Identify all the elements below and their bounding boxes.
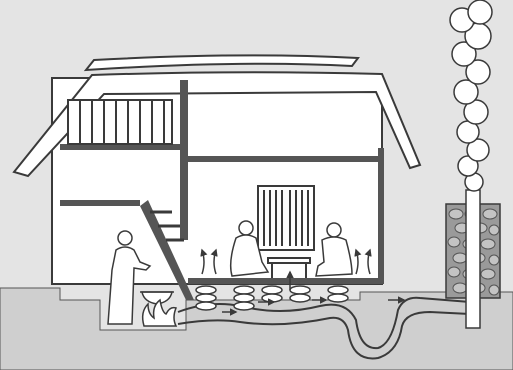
partition-wall-left: [180, 80, 188, 240]
room-floor: [188, 278, 378, 284]
upper-floor-beam-right: [188, 156, 378, 162]
partition-wall-right: [378, 148, 384, 284]
attic-railing: [68, 100, 172, 144]
ground: [0, 288, 513, 370]
window: [258, 186, 314, 250]
attic-floor: [60, 200, 140, 206]
